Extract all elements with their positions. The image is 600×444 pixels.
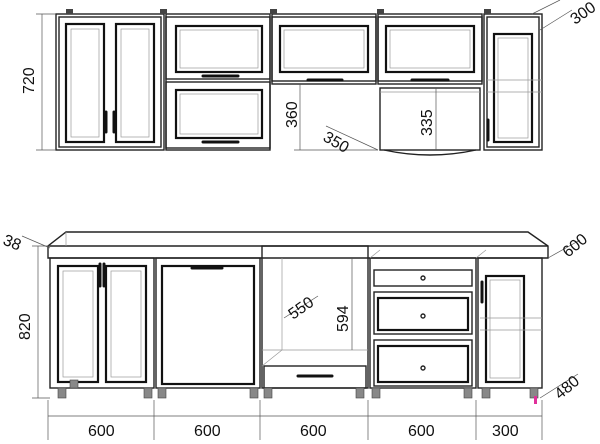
dim-base-depth: 480 <box>552 373 583 403</box>
base-cabinet-5 <box>477 257 543 389</box>
upper-dimensions: 720 300 360 350 335 <box>21 0 599 157</box>
dim-hood-depth: 350 <box>320 129 352 157</box>
base-cabinet-2 <box>155 257 261 389</box>
base-cabinet-3 <box>261 245 369 389</box>
dim-oven-niche-height: 594 <box>335 305 352 332</box>
dim-lower-height: 820 <box>17 313 34 340</box>
upper-cabinet-5 <box>483 13 543 151</box>
dim-width-4: 600 <box>408 423 435 440</box>
countertop <box>47 231 549 259</box>
dim-width-5: 300 <box>492 423 519 440</box>
upper-cabinets <box>55 9 543 156</box>
upper-cabinet-4 <box>377 13 483 156</box>
dim-countertop-thickness: 38 <box>1 232 24 254</box>
upper-cabinet-2 <box>165 13 271 151</box>
dim-width-2: 600 <box>194 423 221 440</box>
dim-width-3: 600 <box>300 423 327 440</box>
dim-upper-depth: 300 <box>568 0 600 28</box>
upper-cabinet-1 <box>55 13 165 151</box>
upper-cabinet-3 <box>271 13 377 85</box>
dim-upper-height: 720 <box>21 67 38 94</box>
mounting-brackets <box>66 9 491 14</box>
lower-dimensions: 38 820 600 550 594 480 600 600 600 600 3… <box>1 231 591 440</box>
dim-hood-height: 335 <box>419 109 436 136</box>
lower-cabinets <box>47 231 549 404</box>
base-cabinet-4 <box>369 249 487 389</box>
cabinet-feet <box>57 379 539 404</box>
base-cabinet-1 <box>49 257 155 389</box>
dim-width-1: 600 <box>88 423 115 440</box>
dim-shelf-height: 360 <box>284 101 301 128</box>
dim-oven-niche-depth: 550 <box>286 294 318 323</box>
dim-lower-depth-top: 600 <box>560 231 591 261</box>
